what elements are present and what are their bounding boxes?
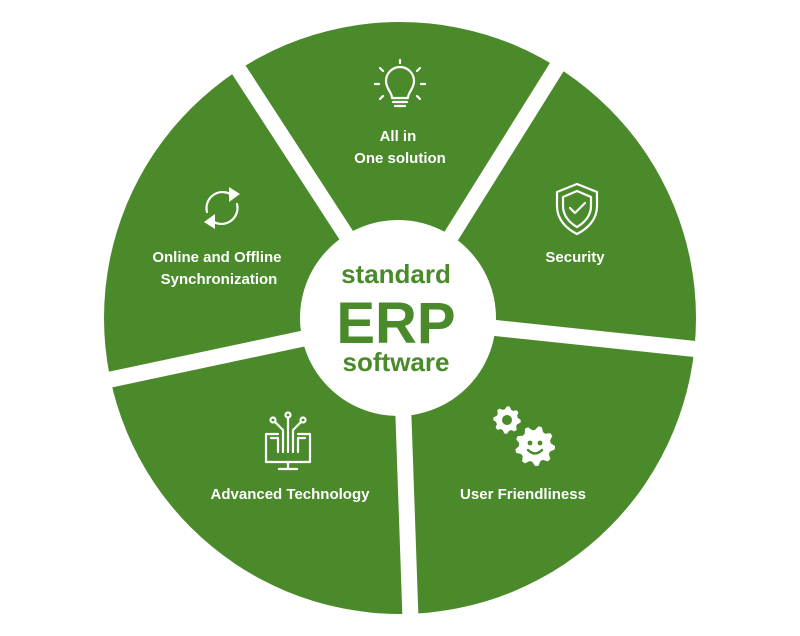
center-title-top: standard [341,259,451,289]
lightbulb-icon [373,58,427,108]
center-title-main: ERP [336,291,455,356]
gear-small-hole [502,415,512,425]
sync-arrows-icon [204,187,240,229]
gear-eye [527,440,533,446]
smiling-gears-icon [493,406,555,466]
segment-label-line: Synchronization [161,271,278,288]
shield-check-icon [555,182,599,236]
gear-big-shape [515,426,555,466]
segment-label-line: Security [545,249,605,266]
segment-label-all-in-one: All in One solution [354,128,446,167]
segment-label-line: Online and Offline [152,249,281,266]
gear-eye [537,440,543,446]
gear-smile [526,448,544,455]
segment-label-line: Advanced Technology [211,486,371,503]
circuit-monitor-icon [264,411,312,471]
center-title-bottom: software [343,347,450,377]
segment-label-line: One solution [354,150,446,167]
wheel-labels: All in One solution Security User Friend… [152,128,605,503]
segment-label-sync: Online and Offline Synchronization [152,249,285,288]
segment-label-line: All in [380,128,417,145]
segment-label-advanced-technology: Advanced Technology [211,486,371,503]
segment-label-user-friendliness: User Friendliness [460,486,586,503]
wheel-icons [204,58,599,471]
segment-label-line: User Friendliness [460,486,586,503]
center-hub [300,220,496,416]
segment-label-security: Security [545,249,605,266]
